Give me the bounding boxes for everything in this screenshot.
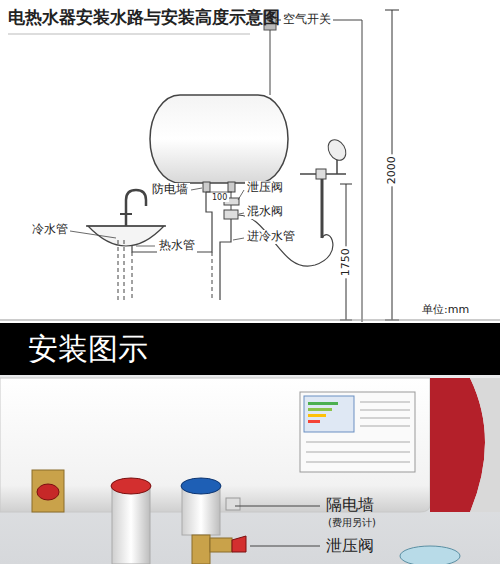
diagram-title: 电热水器安装水路与安装高度示意图 — [8, 8, 280, 28]
note: (费用另计) — [328, 517, 376, 529]
section-band: 安装图示 — [0, 323, 500, 375]
dimension: 1750 — [340, 246, 353, 278]
section-heading: 安装图示 — [28, 334, 148, 364]
part-label: 进冷水管 — [245, 230, 297, 244]
part-label: 泄压阀 — [245, 181, 285, 195]
dimension: 100 — [210, 193, 229, 202]
part-label: 泄压阀 — [326, 537, 374, 555]
part-label: 防电墙 — [150, 183, 190, 197]
dimension: 2000 — [386, 154, 399, 186]
part-label: 隔电墙 — [326, 496, 374, 514]
part-label: 空气开关 — [281, 13, 333, 27]
part-label: 混水阀 — [245, 205, 285, 219]
unit-note: 单位:mm — [420, 304, 471, 317]
part-label: 热水管 — [157, 239, 197, 253]
part-label: 冷水管 — [30, 223, 70, 237]
